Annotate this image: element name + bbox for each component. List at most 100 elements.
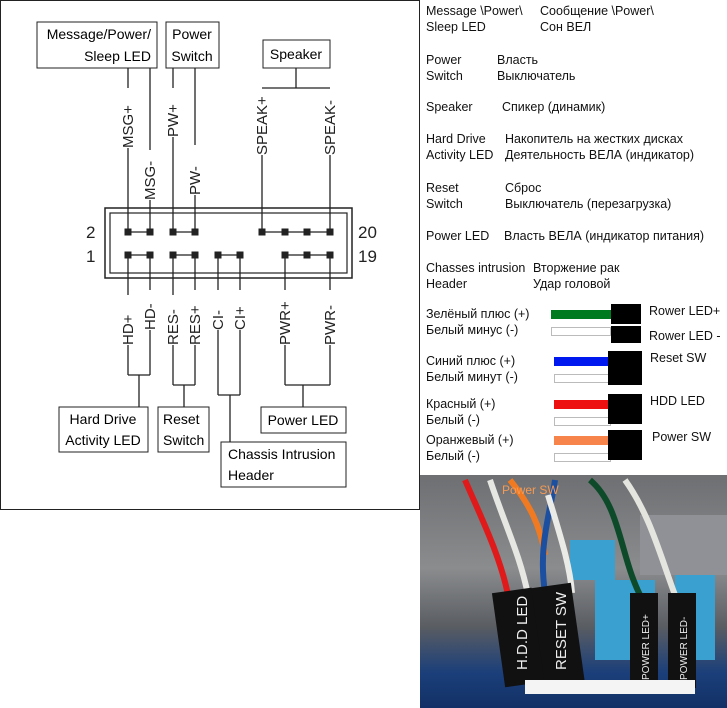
- pin-number-19: 19: [358, 247, 377, 266]
- legend-en: Switch: [426, 197, 463, 211]
- header-pin: [281, 251, 289, 259]
- wire-minus-label: Белый (-): [426, 413, 480, 427]
- reset-switch-label-2: Switch: [163, 432, 204, 448]
- hdd-led-box: [58, 406, 149, 453]
- power-switch-label-2: Switch: [171, 48, 212, 64]
- legend-ru: Власть ВЕЛА (индикатор питания): [504, 229, 705, 243]
- connector-plug: [611, 304, 641, 324]
- pin-label-speak-minus: SPEAK-: [322, 100, 339, 155]
- header-pin: [191, 251, 199, 259]
- hdd-led-label-2: Activity LED: [65, 432, 140, 448]
- header-pin: [169, 228, 177, 236]
- legend-ru: Выключатель: [497, 69, 576, 83]
- pin-label-ci-minus: CI-: [210, 310, 227, 330]
- legend-ru: Накопитель на жестких дисках: [505, 132, 683, 146]
- wire-plus-swatch: [554, 400, 611, 409]
- legend-ru: Удар головой: [533, 277, 611, 291]
- legend-en: Hard Drive: [426, 132, 486, 146]
- pin-number-20: 20: [358, 223, 377, 242]
- legend-ru: Вторжение рак: [533, 261, 620, 275]
- header-pin: [124, 251, 132, 259]
- connector-power-led-plus: POWER LED+: [641, 614, 652, 680]
- pin-number-1: 1: [86, 247, 95, 266]
- power-switch-label-1: Power: [172, 26, 212, 42]
- legend-en: Activity LED: [426, 148, 494, 162]
- wire-minus-swatch: [554, 374, 611, 383]
- chassis-label-2: Header: [228, 467, 274, 483]
- msg-led-box: [36, 21, 158, 69]
- wire-plus-label: Красный (+): [426, 397, 496, 411]
- pin-label-res-plus: RES+: [187, 305, 204, 345]
- wire-minus-swatch: [554, 417, 611, 426]
- pin-label-hd-plus: HD+: [120, 314, 137, 345]
- legend-ru: Деятельность ВЕЛА (индикатор): [505, 148, 695, 162]
- legend-ru: Власть: [497, 53, 539, 67]
- legend-ru: Сон ВЕЛ: [540, 20, 592, 34]
- connector-hdd-led: H.D.D LED: [514, 596, 531, 670]
- legend-ru: Спикер (динамик): [502, 100, 606, 114]
- pin-label-ci-plus: CI+: [232, 306, 249, 330]
- wire-connector-label: Power SW: [652, 430, 712, 444]
- header-pin: [124, 228, 132, 236]
- motherboard-photo: H.D.D LED RESET SW POWER LED+ POWER LED-…: [420, 475, 727, 708]
- wire-plus-label: Синий плюс (+): [426, 354, 516, 368]
- header-pin: [326, 228, 334, 236]
- msg-led-label-2: Sleep LED: [84, 48, 151, 64]
- header-pin: [169, 251, 177, 259]
- pin-number-2: 2: [86, 223, 95, 242]
- wire-connector-label: Rower LED -: [649, 329, 721, 343]
- speaker-label: Speaker: [270, 46, 322, 62]
- header-pin: [236, 251, 244, 259]
- legend-en: Power LED: [426, 229, 490, 243]
- wire-connector-label: Reset SW: [650, 351, 707, 365]
- header-pin: [303, 251, 311, 259]
- wire-minus-label: Белый (-): [426, 449, 480, 463]
- header-inner: [109, 212, 348, 274]
- header-pin: [191, 228, 199, 236]
- pin-label-msg-minus: MSG-: [142, 161, 159, 200]
- msg-led-label-1: Message/Power/: [47, 26, 151, 42]
- header-pin: [146, 251, 154, 259]
- photo-overlay-label: Power SW: [502, 483, 559, 497]
- pin-label-pwr-minus: PWR-: [322, 305, 339, 345]
- legend-en: Switch: [426, 69, 463, 83]
- connector-plug: [611, 326, 641, 343]
- wire-plus-swatch: [554, 357, 611, 366]
- wire-minus-label: Белый минус (-): [426, 323, 519, 337]
- wire-connector-label: Rower LED+: [649, 304, 721, 318]
- pin-label-res-minus: RES-: [165, 309, 182, 345]
- legend-en: Speaker: [426, 100, 473, 114]
- speaker-box: [262, 39, 331, 69]
- legend-ru: Сообщение \Power\: [540, 4, 654, 18]
- wire-plus-label: Зелёный плюс (+): [426, 307, 530, 321]
- power-led-label: Power LED: [268, 412, 339, 428]
- header-pin: [214, 251, 222, 259]
- wire-plus-swatch: [554, 436, 611, 445]
- legend-en: Sleep LED: [426, 20, 486, 34]
- connector-plug: [608, 394, 642, 424]
- legend-en: Chasses intrusion: [426, 261, 526, 275]
- pin-label-pwr-plus: PWR+: [277, 301, 294, 345]
- pin-label-pw-minus: PW-: [187, 166, 204, 195]
- wire-connector-label: HDD LED: [650, 394, 705, 408]
- power-switch-box: [165, 21, 220, 69]
- header-pin: [326, 251, 334, 259]
- chassis-intrusion-box: [220, 441, 347, 488]
- wire-plus-swatch: [551, 310, 611, 319]
- header-pin: [146, 228, 154, 236]
- legend-en: Power: [426, 53, 462, 67]
- pin-label-speak-plus: SPEAK+: [254, 96, 271, 155]
- legend-ru: Сброс: [505, 181, 542, 195]
- header-pin: [258, 228, 266, 236]
- legend-en: Header: [426, 277, 467, 291]
- legend-en: Message \Power\: [426, 4, 523, 18]
- pin-label-hd-minus: HD-: [142, 303, 159, 330]
- reset-switch-label-1: Reset: [163, 411, 200, 427]
- connector-plug: [608, 351, 642, 385]
- legend-ru: Выключатель (перезагрузка): [505, 197, 672, 211]
- wire-plus-label: Оранжевый (+): [426, 433, 514, 447]
- pin-label-msg-plus: MSG+: [120, 105, 137, 148]
- header-pin: [281, 228, 289, 236]
- chassis-label-1: Chassis Intrusion: [228, 446, 335, 462]
- connector-reset-sw: RESET SW: [553, 591, 570, 670]
